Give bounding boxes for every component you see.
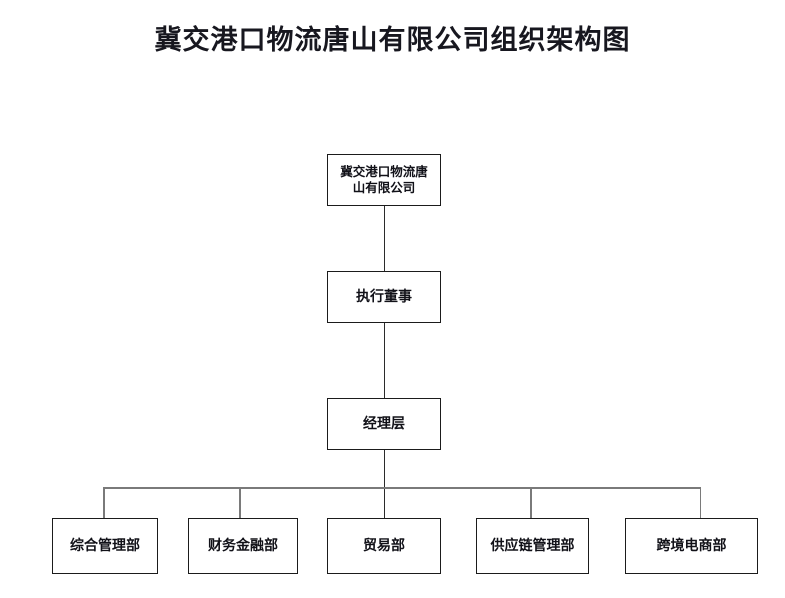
page-title: 冀交港口物流唐山有限公司组织架构图 bbox=[154, 25, 631, 56]
connector-drop-finance bbox=[239, 487, 241, 518]
org-node-label: 供应链管理部 bbox=[490, 537, 575, 554]
org-node-dept-general-management[interactable]: 综合管理部 bbox=[52, 518, 158, 574]
connector-drop-cross-border-ecommerce bbox=[699, 487, 701, 518]
org-node-label: 贸易部 bbox=[363, 537, 405, 554]
org-node-dept-supply-chain[interactable]: 供应链管理部 bbox=[476, 518, 589, 574]
org-node-dept-trade[interactable]: 贸易部 bbox=[327, 518, 441, 574]
org-node-label: 经理层 bbox=[363, 415, 405, 432]
org-node-label: 综合管理部 bbox=[70, 537, 140, 554]
org-node-dept-cross-border-ecommerce[interactable]: 跨境电商部 bbox=[625, 518, 758, 574]
connector-manager-layer-to-bus bbox=[383, 450, 385, 518]
connector-root-to-executive-director bbox=[383, 206, 385, 271]
org-node-label: 执行董事 bbox=[356, 288, 412, 305]
org-node-company-root[interactable]: 冀交港口物流唐 山有限公司 bbox=[327, 154, 441, 206]
connector-horizontal-bus bbox=[103, 487, 700, 489]
org-node-label: 冀交港口物流唐 山有限公司 bbox=[340, 163, 428, 196]
org-node-label: 跨境电商部 bbox=[656, 537, 727, 554]
connector-drop-general-management bbox=[103, 487, 105, 518]
org-node-dept-finance[interactable]: 财务金融部 bbox=[188, 518, 298, 574]
connector-drop-supply-chain bbox=[530, 487, 532, 518]
org-node-executive-director[interactable]: 执行董事 bbox=[327, 271, 441, 323]
org-node-manager-layer[interactable]: 经理层 bbox=[327, 398, 441, 450]
org-node-label: 财务金融部 bbox=[208, 537, 278, 554]
connector-executive-director-to-manager-layer bbox=[383, 323, 385, 398]
